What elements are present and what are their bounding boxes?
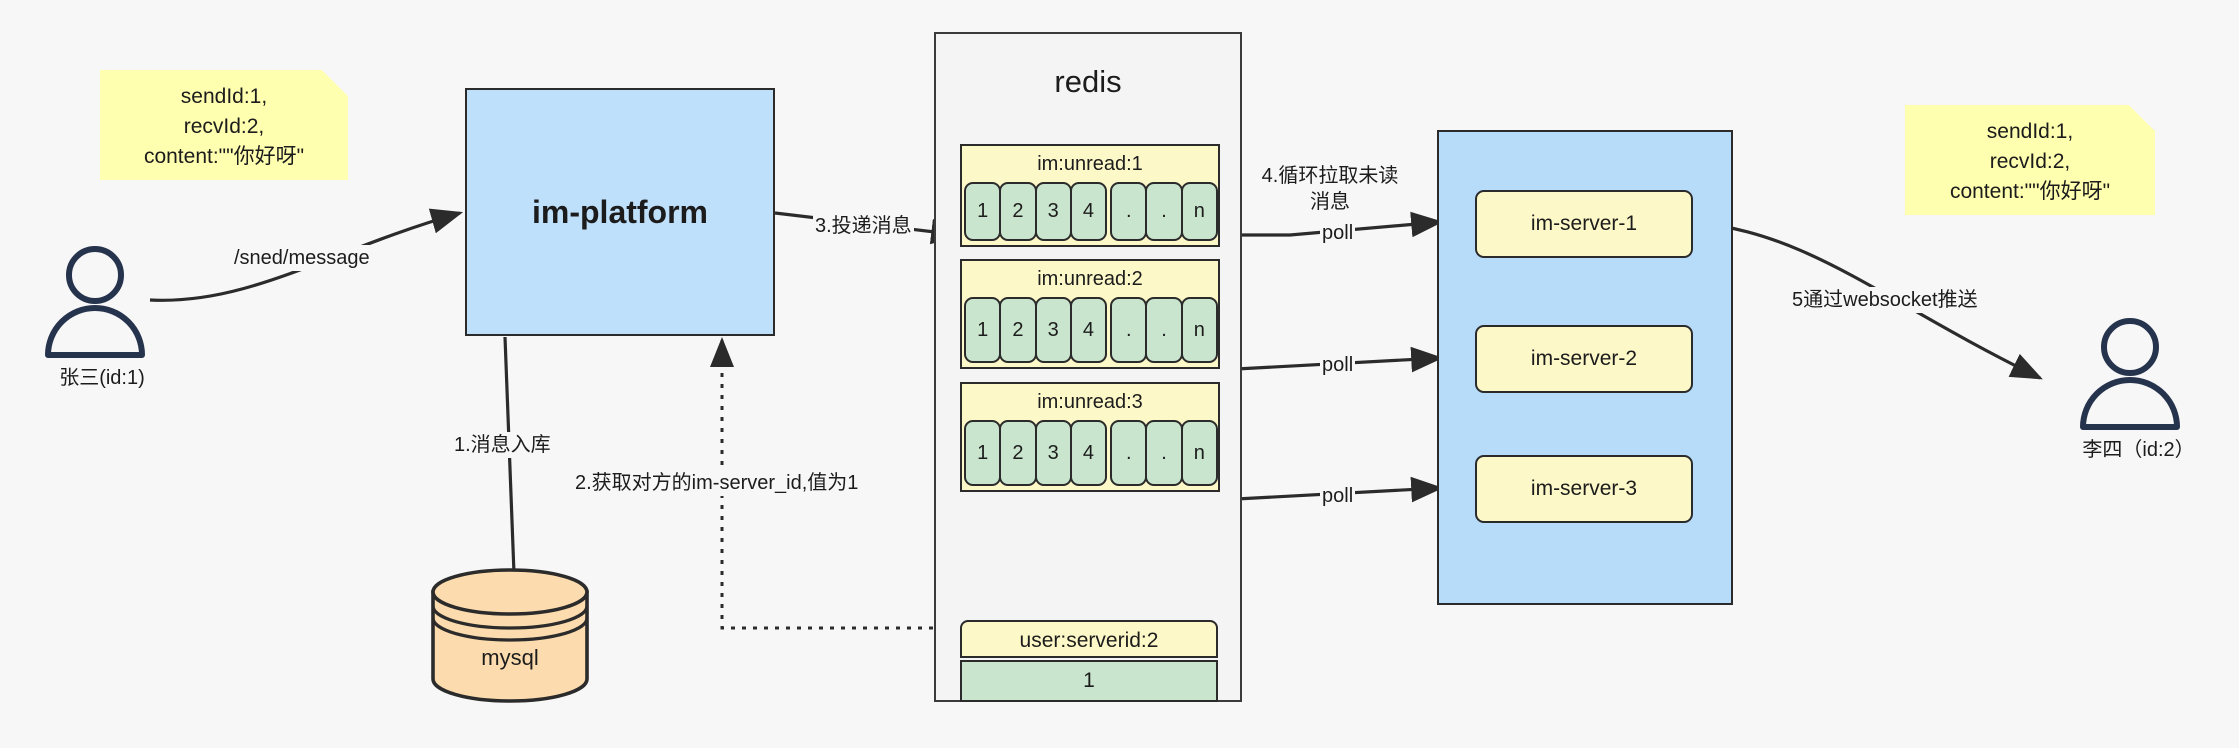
- im-platform-label: im-platform: [532, 193, 708, 230]
- edge-label-step4: 4.循环拉取未读消息: [1252, 163, 1408, 215]
- edge-label-step1: 1.消息入库: [452, 432, 553, 458]
- im-server-3-label: im-server-3: [1530, 477, 1638, 500]
- redis-cell[interactable]: n: [1180, 182, 1218, 241]
- redis-cell[interactable]: .: [1145, 297, 1183, 363]
- redis-container: redis im:unread:1 1 2 3 4 . . n im:unrea…: [934, 32, 1242, 702]
- redis-key-group-2[interactable]: im:unread:2 1 2 3 4 . . n: [960, 259, 1220, 369]
- redis-cell[interactable]: 3: [1034, 182, 1072, 241]
- redis-cell[interactable]: 2: [999, 182, 1037, 241]
- note-fold-cover: [2129, 105, 2155, 131]
- edge-label-send-message: /sned/message: [232, 245, 372, 271]
- person-icon: [2080, 318, 2180, 430]
- redis-cell[interactable]: .: [1145, 182, 1183, 241]
- im-server-3-box[interactable]: im-server-3: [1475, 455, 1693, 523]
- note-line: content:""你好呀": [143, 145, 305, 168]
- edge-label-poll-2: poll: [1320, 352, 1356, 378]
- note-line: sendId:1,: [180, 85, 268, 108]
- note-line: recvId:2,: [183, 115, 265, 138]
- redis-cell[interactable]: 2: [999, 420, 1037, 486]
- edge-message-persist: [501, 336, 527, 604]
- note-line: content:""你好呀": [1949, 180, 2111, 203]
- person-icon: [45, 246, 145, 358]
- actor-receiver-label: 李四（id:2）: [2082, 439, 2195, 461]
- im-platform-box[interactable]: im-platform: [465, 88, 775, 336]
- redis-user-serverid-key: user:serverid:2: [1019, 629, 1159, 652]
- redis-key-group-1[interactable]: im:unread:1 1 2 3 4 . . n: [960, 144, 1220, 247]
- redis-cell[interactable]: n: [1180, 297, 1218, 363]
- actor-sender: 张三(id:1): [30, 243, 170, 389]
- redis-key-group-3[interactable]: im:unread:3 1 2 3 4 . . n: [960, 382, 1220, 492]
- edge-label-step3: 3.投递消息: [813, 213, 914, 239]
- mysql-database[interactable]: mysql: [425, 568, 595, 703]
- edge-label-step2: 2.获取对方的im-server_id,值为1: [573, 470, 861, 496]
- redis-key-label: im:unread:1: [1037, 152, 1143, 175]
- redis-cell[interactable]: 2: [999, 297, 1037, 363]
- im-server-1-box[interactable]: im-server-1: [1475, 190, 1693, 258]
- redis-cell[interactable]: .: [1110, 297, 1148, 363]
- redis-cell[interactable]: n: [1180, 420, 1218, 486]
- message-note-left: sendId:1, recvId:2, content:""你好呀": [100, 70, 348, 180]
- im-server-2-label: im-server-2: [1530, 347, 1638, 370]
- redis-key-label: im:unread:3: [1037, 390, 1143, 413]
- redis-title: redis: [1054, 64, 1122, 99]
- note-fold-cover: [322, 70, 348, 96]
- actor-receiver: 李四（id:2）: [2065, 315, 2205, 461]
- redis-cell[interactable]: .: [1145, 420, 1183, 486]
- note-line: sendId:1,: [1986, 120, 2074, 143]
- redis-cell[interactable]: 4: [1069, 420, 1108, 486]
- note-line: recvId:2,: [1989, 150, 2071, 173]
- mysql-label: mysql: [481, 645, 539, 670]
- redis-cell[interactable]: 1: [964, 297, 1002, 363]
- redis-cell-row: 1 2 3 4 . . n: [964, 420, 1218, 486]
- redis-user-serverid-entry[interactable]: user:serverid:2 1: [960, 620, 1218, 702]
- redis-user-serverid-value: 1: [960, 660, 1218, 702]
- edge-label-step5: 5通过websocket推送: [1790, 287, 1980, 313]
- database-cylinder-icon: [431, 568, 589, 703]
- redis-key-label: im:unread:2: [1037, 267, 1143, 290]
- redis-cell[interactable]: 1: [964, 420, 1002, 486]
- redis-cell[interactable]: 4: [1069, 182, 1108, 241]
- message-note-right: sendId:1, recvId:2, content:""你好呀": [1905, 105, 2155, 215]
- redis-cell-row: 1 2 3 4 . . n: [964, 297, 1218, 363]
- im-server-2-box[interactable]: im-server-2: [1475, 325, 1693, 393]
- actor-sender-label: 张三(id:1): [59, 367, 145, 389]
- edge-label-poll-1: poll: [1320, 220, 1356, 246]
- redis-cell[interactable]: 4: [1069, 297, 1108, 363]
- redis-cell-row: 1 2 3 4 . . n: [964, 182, 1218, 241]
- redis-cell[interactable]: 1: [964, 182, 1002, 241]
- redis-cell[interactable]: 3: [1034, 420, 1072, 486]
- redis-cell[interactable]: .: [1110, 420, 1148, 486]
- edge-label-poll-3: poll: [1320, 483, 1356, 509]
- im-server-1-label: im-server-1: [1530, 212, 1638, 235]
- redis-cell[interactable]: 3: [1034, 297, 1072, 363]
- redis-cell[interactable]: .: [1110, 182, 1148, 241]
